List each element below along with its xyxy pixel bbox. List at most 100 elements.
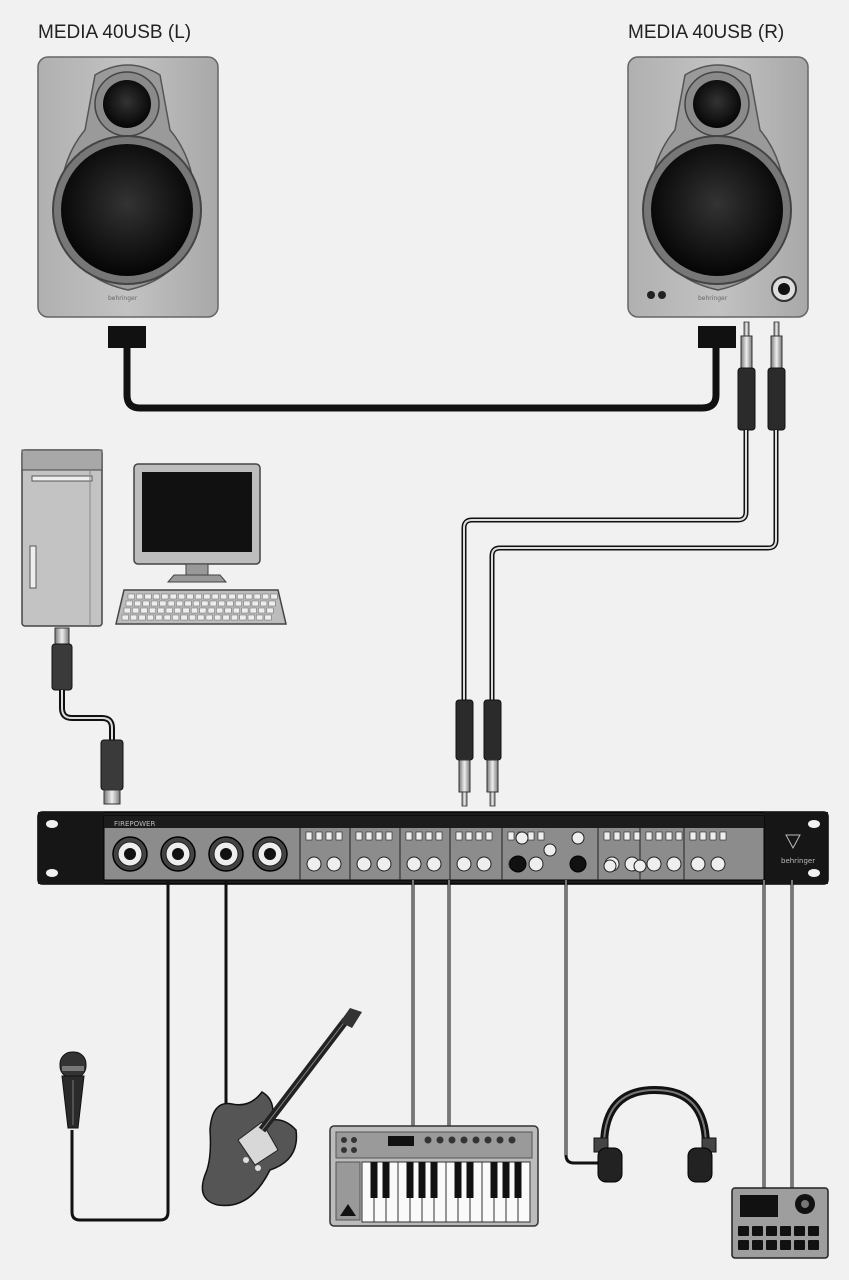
- strip-switch: [385, 831, 393, 841]
- strip-switch: [719, 831, 727, 841]
- keyboard-key: [207, 607, 215, 614]
- keyboard-key: [245, 593, 253, 600]
- keyboard-key: [239, 614, 247, 621]
- control-knob: [571, 831, 585, 845]
- keyboard-key: [266, 607, 274, 614]
- keyboard-key: [184, 600, 192, 607]
- keyboard-key: [138, 614, 146, 621]
- keyboard-key: [123, 607, 131, 614]
- keyboard-key: [161, 593, 169, 600]
- piano-black-key: [490, 1162, 498, 1198]
- midi-knob: [484, 1136, 492, 1144]
- drum-pad: [752, 1240, 763, 1250]
- drum-pad: [766, 1226, 777, 1236]
- piano-black-key: [418, 1162, 426, 1198]
- combo-input-center: [220, 848, 232, 860]
- keyboard-key: [150, 600, 158, 607]
- keyboard-key: [226, 600, 234, 607]
- drum-pad: [738, 1240, 749, 1250]
- keyboard-key: [176, 600, 184, 607]
- keyboard-key: [256, 614, 264, 621]
- speaker-left-brand: behringer: [108, 295, 138, 302]
- keyboard-key: [247, 614, 255, 621]
- strip-switch: [375, 831, 383, 841]
- drum-pad: [780, 1240, 791, 1250]
- keyboard-key: [148, 607, 156, 614]
- keyboard-key: [125, 600, 133, 607]
- keyboard-key: [220, 593, 228, 600]
- headphone-output-jack: [569, 855, 587, 873]
- strip-switch: [415, 831, 423, 841]
- keyboard-key: [218, 600, 226, 607]
- audio-interface-icon: FIREPOWER behringer: [37, 811, 829, 885]
- strip-switch: [325, 831, 333, 841]
- keyboard-key: [134, 600, 142, 607]
- midi-knob: [460, 1136, 468, 1144]
- keyboard-key: [203, 593, 211, 600]
- keyboard-key: [130, 614, 138, 621]
- keyboard-key: [260, 600, 268, 607]
- control-knob: [543, 843, 557, 857]
- midi-button: [351, 1137, 357, 1143]
- interface-model: FIREPOWER: [114, 820, 155, 828]
- strip-knob: [690, 856, 706, 872]
- strip-knob: [306, 856, 322, 872]
- strip-switch: [435, 831, 443, 841]
- keyboard-key: [262, 593, 270, 600]
- drum-machine-icon: [731, 1187, 829, 1259]
- piano-black-key: [430, 1162, 438, 1198]
- keyboard-key: [159, 600, 167, 607]
- drum-pad: [794, 1226, 805, 1236]
- keyboard-key: [230, 614, 238, 621]
- strip-switch: [699, 831, 707, 841]
- keyboard-key: [234, 600, 242, 607]
- strip-switch: [665, 831, 673, 841]
- control-knob: [633, 859, 647, 873]
- headphone-output-jack: [509, 855, 527, 873]
- jack-cables-upper: [455, 321, 786, 807]
- combo-input-center: [264, 848, 276, 860]
- strip-knob: [710, 856, 726, 872]
- strip-switch: [537, 831, 545, 841]
- midi-knob: [496, 1136, 504, 1144]
- keyboard-key: [142, 600, 150, 607]
- strip-switch: [365, 831, 373, 841]
- usb-cable: [51, 627, 124, 805]
- keyboard-key: [172, 614, 180, 621]
- piano-black-key: [502, 1162, 510, 1198]
- speaker-right: behringer: [627, 56, 809, 318]
- interface-brand: behringer: [781, 857, 815, 865]
- keyboard-key: [211, 593, 219, 600]
- keyboard-key: [140, 607, 148, 614]
- drum-pad: [766, 1240, 777, 1250]
- keyboard-key: [163, 614, 171, 621]
- piano-black-key: [406, 1162, 414, 1198]
- strip-switch: [645, 831, 653, 841]
- keyboard-key: [152, 593, 160, 600]
- lower-cables-highlight: [412, 880, 793, 1190]
- keyboard-key: [157, 607, 165, 614]
- drum-pad: [752, 1226, 763, 1236]
- headphones-icon: [593, 1085, 717, 1183]
- strip-switch: [485, 831, 493, 841]
- strip-switch: [689, 831, 697, 841]
- keyboard-key: [253, 593, 261, 600]
- keyboard-key: [197, 614, 205, 621]
- keyboard-key: [209, 600, 217, 607]
- midi-knob: [448, 1136, 456, 1144]
- control-knob: [603, 859, 617, 873]
- midi-knob: [436, 1136, 444, 1144]
- microphone-icon: [59, 1051, 87, 1129]
- keyboard-key: [121, 614, 129, 621]
- strip-knob: [666, 856, 682, 872]
- midi-button: [341, 1137, 347, 1143]
- strip-knob: [376, 856, 392, 872]
- speaker-left: behringer: [37, 56, 219, 318]
- keyboard-key: [174, 607, 182, 614]
- keyboard-key: [205, 614, 213, 621]
- keyboard-key: [232, 607, 240, 614]
- keyboard-key: [182, 607, 190, 614]
- keyboard-key: [188, 614, 196, 621]
- keyboard-key: [236, 593, 244, 600]
